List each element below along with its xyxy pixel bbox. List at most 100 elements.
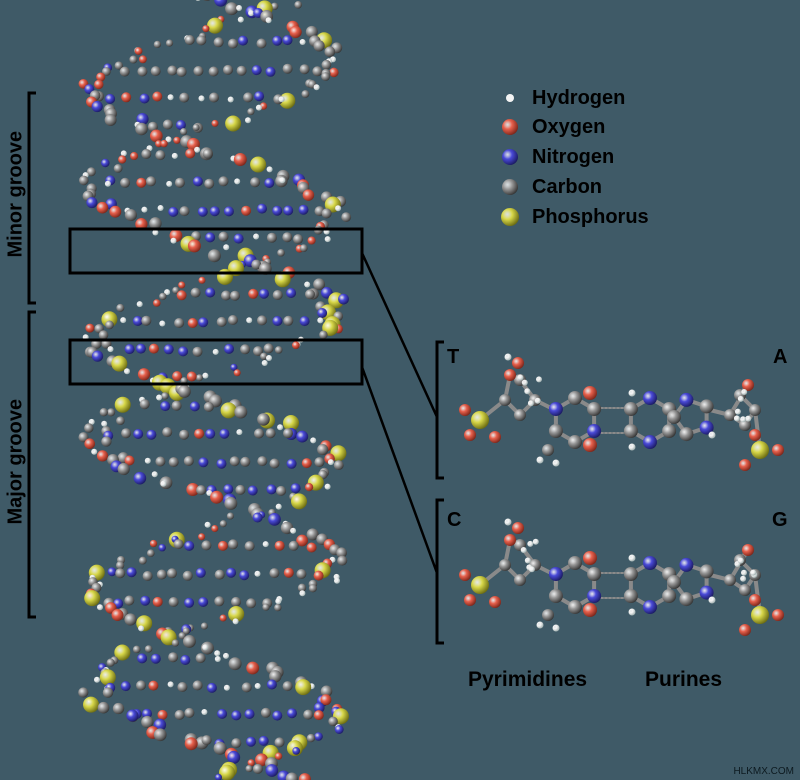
carbon-atom <box>285 772 299 780</box>
carbon-atom <box>230 290 240 301</box>
oxygen-atom <box>459 404 471 416</box>
carbon-atom <box>104 114 117 126</box>
nitrogen-atom <box>223 484 234 495</box>
carbon-atom <box>221 290 231 301</box>
oxygen-atom <box>302 189 315 201</box>
nitrogen-atom <box>101 158 110 168</box>
carbon-atom <box>200 622 208 630</box>
carbon-atom <box>313 278 326 291</box>
hydrogen-atom <box>265 17 272 24</box>
hydrogen-atom <box>245 117 251 124</box>
carbon-atom <box>178 632 186 640</box>
hydrogen-atom <box>628 608 636 616</box>
carbon-atom <box>299 244 308 252</box>
carbon-atom <box>209 92 219 103</box>
carbon-atom <box>203 401 214 412</box>
carbon-atom <box>274 346 283 354</box>
carbon-atom <box>568 435 582 449</box>
oxygen-atom <box>96 450 109 462</box>
nitrogen-atom <box>643 391 657 405</box>
nitrogen-atom <box>257 203 267 214</box>
nitrogen-atom <box>160 401 171 412</box>
carbon-atom <box>662 424 677 438</box>
carbon-atom <box>623 424 638 438</box>
oxygen-atom <box>283 567 294 578</box>
nitrogen-atom <box>158 543 166 552</box>
hydrogen-atom <box>527 400 534 407</box>
carbon-atom <box>301 90 310 98</box>
carbon-atom <box>137 66 148 77</box>
legend-item-hydrogen: Hydrogen <box>500 83 625 113</box>
carbon-atom <box>159 292 167 301</box>
hydrogen-atom <box>167 681 174 688</box>
carbon-atom <box>679 592 694 607</box>
hydrogen-atom <box>266 166 273 173</box>
oxygen-atom <box>464 594 476 606</box>
carbon-atom <box>749 404 761 416</box>
nitrogen-atom <box>126 567 137 578</box>
hydrogen-atom <box>167 94 174 101</box>
hydrogen-atom <box>166 180 173 187</box>
nitrogen-atom <box>226 567 237 578</box>
carbon-atom <box>623 567 638 581</box>
hydrogen-atom <box>741 569 747 576</box>
pyrimidines-label: Pyrimidines <box>468 668 588 691</box>
carbon-atom <box>548 424 563 438</box>
oxygen-atom <box>94 79 104 90</box>
hydrogen-atom <box>152 229 159 236</box>
carbon-atom <box>179 429 190 440</box>
carbon-atom <box>270 2 279 11</box>
carbon-atom <box>724 574 736 586</box>
carbon-atom <box>240 456 251 467</box>
nitrogen-atom <box>133 429 144 439</box>
phosphorus-atom <box>114 644 131 661</box>
legend-item-phosphorus: Phosphorus <box>500 202 649 232</box>
carbon-atom <box>172 286 180 294</box>
nitrogen-atom <box>643 435 657 449</box>
carbon-atom <box>231 596 241 607</box>
carbon-atom <box>116 416 125 425</box>
carbon-atom <box>587 402 602 416</box>
major-groove-label: Major groove <box>4 398 27 525</box>
carbon-atom <box>514 409 526 421</box>
nitrogen-atom <box>587 589 602 603</box>
nitrogen-atom <box>135 343 146 354</box>
nitrogen-atom <box>266 679 277 690</box>
oxygen-atom <box>219 614 227 622</box>
phosphorus-atom <box>111 355 128 372</box>
hydrogen-atom <box>324 236 331 243</box>
hydrogen-atom <box>136 301 143 308</box>
carbon-atom <box>548 589 563 603</box>
carbon-atom <box>724 409 736 421</box>
carbon-atom <box>234 405 248 419</box>
carbon-atom <box>153 40 162 49</box>
carbon-atom <box>167 568 177 579</box>
carbon-atom <box>112 702 125 715</box>
oxygen-atom <box>313 570 324 581</box>
carbon-atom <box>113 164 123 173</box>
hydrogen-atom <box>275 598 282 605</box>
carbon-atom <box>283 428 293 439</box>
hydrogen-atom <box>151 471 158 478</box>
oxygen-atom <box>772 609 784 621</box>
nitrogen-atom <box>679 392 694 407</box>
carbon-atom <box>171 400 182 411</box>
legend-label-carbon: Carbon <box>532 175 602 198</box>
carbon-atom <box>224 496 238 510</box>
nitrogen-atom <box>264 178 275 188</box>
nitrogen-atom <box>272 316 283 326</box>
nitrogen-atom <box>246 736 256 747</box>
hydrogen-atom <box>520 547 527 553</box>
oxygen-atom <box>152 596 163 607</box>
oxygen-atom <box>198 533 206 541</box>
carbon-atom <box>136 680 146 691</box>
nitrogen-atom <box>107 567 117 577</box>
nitrogen-atom <box>265 66 276 77</box>
carbon-atom <box>269 568 280 579</box>
hydrogen-atom <box>88 418 95 425</box>
oxygen-atom <box>241 205 252 216</box>
oxygen-atom <box>149 539 158 548</box>
carbon-atom <box>337 555 348 566</box>
nitrogen-atom <box>272 35 283 46</box>
carbon-atom <box>662 589 677 603</box>
